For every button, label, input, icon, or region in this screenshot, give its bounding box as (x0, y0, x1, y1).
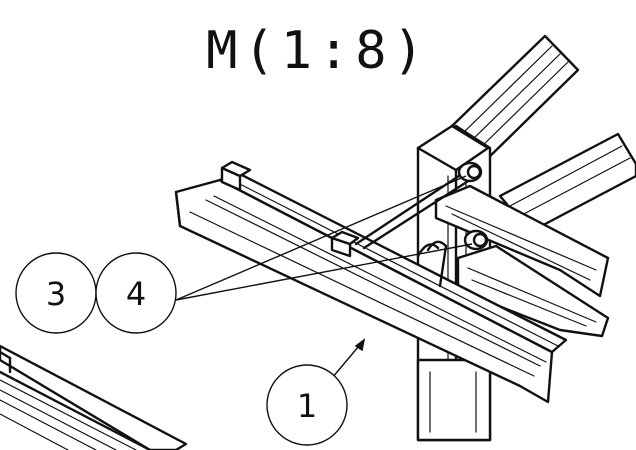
balloon-4: 4 (95, 252, 177, 334)
channel-tab-middle (330, 230, 360, 258)
balloon-1-label: 1 (297, 387, 317, 425)
balloon-4-label: 4 (126, 275, 146, 313)
balloon-3: 3 (15, 252, 97, 334)
angle-bracket-upper (434, 184, 610, 298)
balloon-1: 1 (266, 364, 348, 446)
scale-title: M(1:8) (206, 21, 430, 81)
main-channel (174, 170, 568, 404)
connecting-rod (354, 168, 478, 288)
leader-line-1 (331, 338, 366, 379)
channel-tab-left (220, 160, 252, 192)
bolt-lower (463, 229, 489, 251)
channel-lower-left (0, 344, 188, 450)
leader-lines-3-4 (175, 175, 473, 301)
balloon-3-label: 3 (46, 275, 66, 313)
